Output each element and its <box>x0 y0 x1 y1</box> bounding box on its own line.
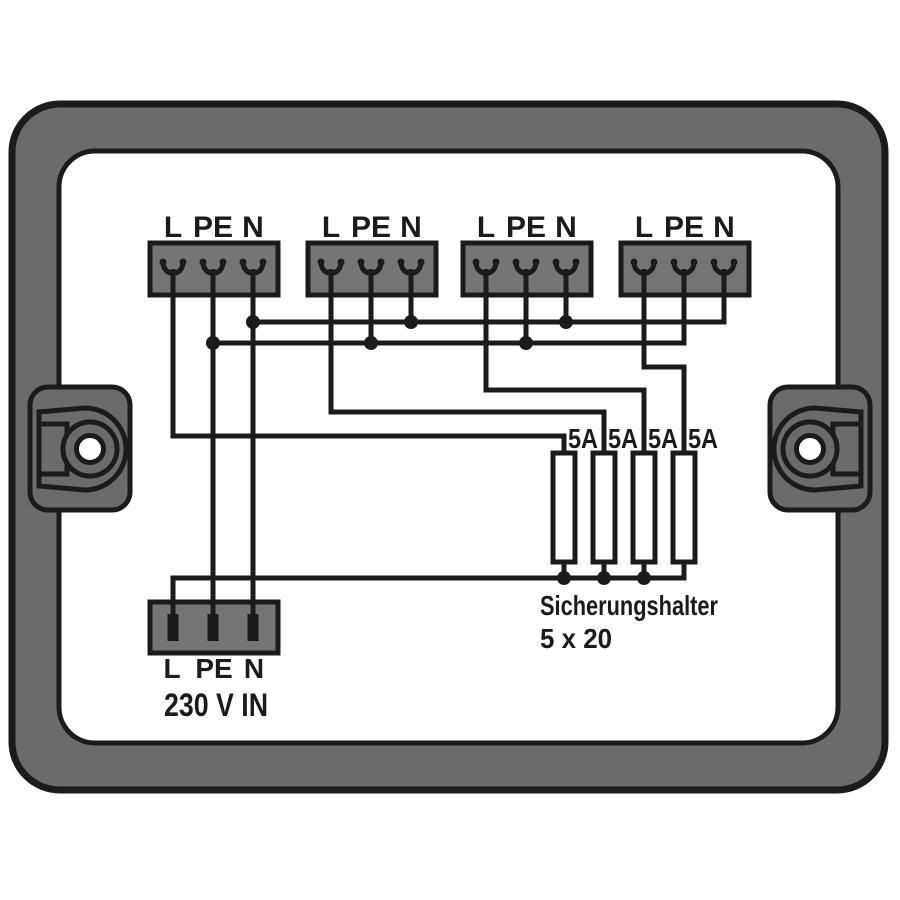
output-1-label-pe: PE <box>193 211 233 244</box>
fuse-3-rating: 5A <box>648 423 678 454</box>
junction-dot <box>557 571 571 585</box>
terminal-clamp-icon <box>317 258 425 276</box>
input-label-n: N <box>244 653 264 684</box>
l-wire-output-1-to-fuse-1 <box>170 269 567 453</box>
input-voltage-caption: 230 V IN <box>164 687 268 723</box>
mounting-tab-right <box>767 384 873 513</box>
input-label-pe: PE <box>195 653 232 684</box>
fuse-caption-line1: Sicherungshalter <box>540 590 718 621</box>
fuse-1-rating: 5A <box>568 423 598 454</box>
fuse-4 <box>670 450 698 565</box>
fuses <box>550 450 698 565</box>
wires <box>170 269 727 616</box>
junction-dot <box>206 336 220 350</box>
junction-dot <box>559 315 573 329</box>
mounting-lug-outline <box>36 405 129 493</box>
l-wire-output-4-to-fuse-4 <box>641 269 687 453</box>
junction-dot <box>246 315 260 329</box>
screw-hole-icon <box>794 433 826 465</box>
fuse-output-bus-wire <box>170 562 687 616</box>
terminal-clamp-icon <box>472 258 580 276</box>
junction-dot <box>597 571 611 585</box>
junction-dot <box>519 336 533 350</box>
labels: L PE N L PE N L PE N L PE N 5A 5A 5A 5A … <box>163 211 734 723</box>
screw-hole-icon <box>74 433 106 465</box>
fuse-3 <box>630 450 658 565</box>
terminal-clamp-icon <box>159 258 267 276</box>
output-3-label-n: N <box>555 211 577 244</box>
input-terminal-n <box>247 614 259 641</box>
output-4-label-l: L <box>635 211 653 244</box>
input-label-l: L <box>163 653 180 684</box>
output-3-label-l: L <box>477 211 495 244</box>
junction-dot <box>404 315 418 329</box>
terminal-clamp-icon <box>630 258 738 276</box>
junction-dot <box>364 336 378 350</box>
fuse-2 <box>590 450 618 565</box>
fuse-4-rating: 5A <box>688 423 718 454</box>
mounting-tab-left <box>27 384 133 513</box>
enclosure <box>8 100 889 794</box>
output-2-label-n: N <box>400 211 422 244</box>
input-terminal-pe <box>207 614 219 641</box>
output-2-label-l: L <box>322 211 340 244</box>
output-1-label-n: N <box>242 211 264 244</box>
fuse-1 <box>550 450 578 565</box>
junction-dot <box>637 571 651 585</box>
l-wire-output-3-to-fuse-3 <box>483 269 647 453</box>
input-terminals <box>167 614 259 641</box>
output-2-label-pe: PE <box>351 211 391 244</box>
output-4-label-pe: PE <box>664 211 704 244</box>
fuse-2-rating: 5A <box>608 423 638 454</box>
fuse-caption-line2: 5 x 20 <box>540 623 612 654</box>
input-terminal-l <box>167 614 179 641</box>
output-3-label-pe: PE <box>506 211 546 244</box>
junction-dots <box>206 315 651 585</box>
output-terminals <box>159 258 738 276</box>
output-4-label-n: N <box>713 211 735 244</box>
output-1-label-l: L <box>164 211 182 244</box>
mounting-lug-outline <box>771 405 864 493</box>
